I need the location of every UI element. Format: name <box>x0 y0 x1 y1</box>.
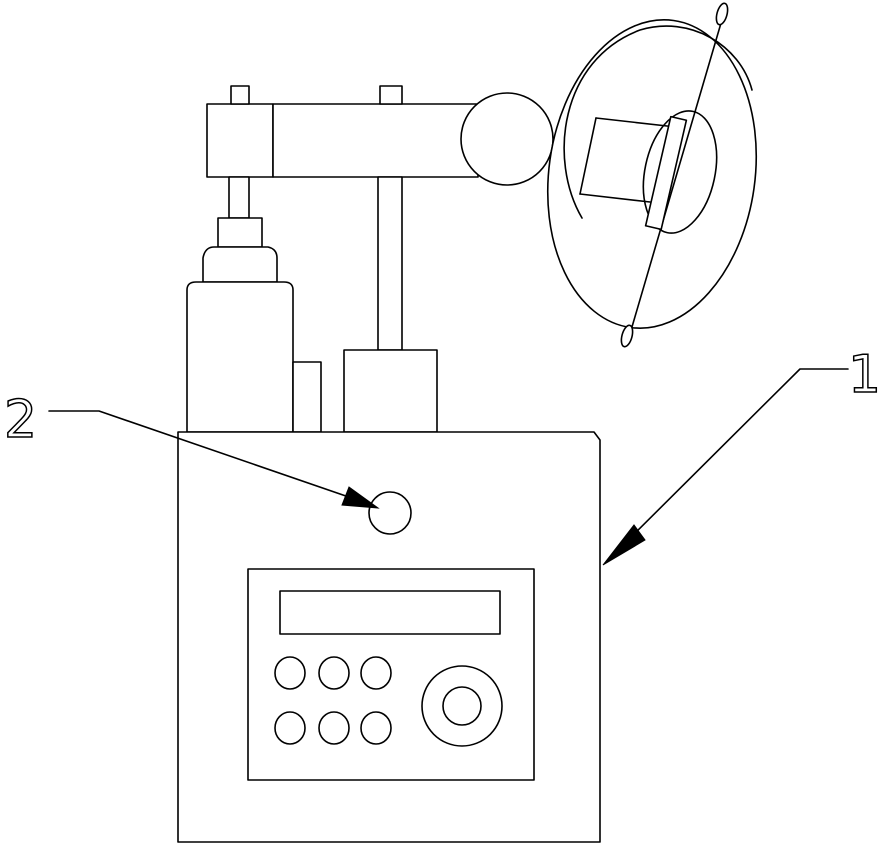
callout-1-leader <box>610 369 848 558</box>
callout-1-arrowhead <box>603 525 645 565</box>
bottom-pin <box>619 324 634 348</box>
arm-beam <box>273 104 478 177</box>
left-nut <box>218 218 262 247</box>
reflector-dish <box>528 6 775 342</box>
arm-left-bolt <box>231 86 249 104</box>
center-base-block <box>344 350 437 432</box>
callout-1-label: 1 <box>848 345 880 405</box>
display-screen <box>280 591 500 634</box>
control-panel <box>248 569 534 780</box>
left-side-bracket <box>293 362 321 432</box>
left-column-assembly <box>187 177 321 432</box>
keypad-button <box>319 712 349 744</box>
indicator-hole <box>369 492 411 534</box>
keypad-button <box>361 657 391 689</box>
left-rod <box>229 177 249 218</box>
arm-left-clamp <box>207 104 273 177</box>
keypad-button <box>319 657 349 689</box>
arm-pivot-ball <box>461 93 553 185</box>
rotary-knob <box>422 666 502 746</box>
left-collar <box>203 247 277 282</box>
callout-1: 1 <box>603 345 880 565</box>
knob-center <box>443 687 481 725</box>
reflector-lamp-head <box>528 2 775 348</box>
top-pin <box>714 2 729 26</box>
center-rod <box>378 177 402 350</box>
center-column-assembly <box>344 177 437 432</box>
keypad-button <box>275 712 305 744</box>
left-cylinder <box>187 282 293 432</box>
callout-2-label: 2 <box>4 390 37 450</box>
arm-right-bolt <box>380 86 402 104</box>
keypad-button <box>361 712 391 744</box>
horizontal-arm <box>207 86 553 185</box>
keypad-button <box>275 657 305 689</box>
